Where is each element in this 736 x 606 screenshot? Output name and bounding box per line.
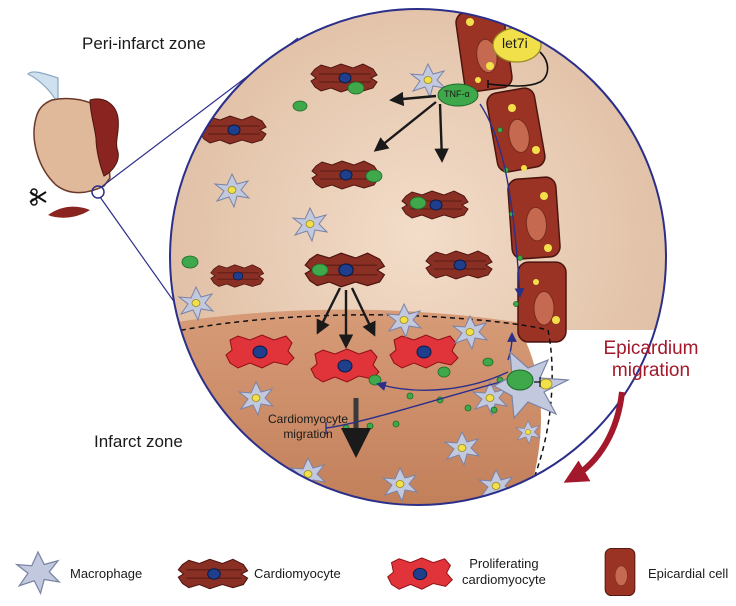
heart-overview [26,71,119,218]
proliferating-cardiomyocyte [225,334,295,369]
signal-arrows [316,91,449,349]
cardiomyocyte-icon [177,558,249,590]
legend-proliferating-label: Proliferating cardiomyocyte [462,556,546,588]
zoom-origin [91,185,105,199]
cardiomyocyte [425,250,493,280]
magnified-view [170,9,666,505]
legend-proliferating-line2: cardiomyocyte [462,572,546,587]
epicardium-migration-arrow [563,391,625,483]
infarct-region [89,98,119,177]
cardiomyocyte [310,63,378,93]
atrium-shape [26,71,59,105]
tnf-alpha-label: TNF-α [444,89,470,99]
epi-migration-line1: Epicardium [603,338,699,359]
legend [14,547,636,597]
tnf-signals [181,81,523,432]
macrophage-icon [14,550,62,595]
legend-macrophage-label: Macrophage [70,566,143,581]
legend-cardiomyocyte-label: Cardiomyocyte [254,566,341,581]
blue-pathways [325,103,525,434]
cm-migration-line1: Cardiomyocyte [267,412,349,426]
cm-migration-line2: migration [283,427,333,441]
proliferating-cardiomyocyte-icon [387,557,453,590]
proliferating-cardiomyocyte [310,348,380,383]
tnf-alpha-bubble [437,83,479,107]
scissors-icon [29,188,47,206]
cardiomyocyte [210,264,265,288]
epicardial-macrophage [492,350,571,420]
epicardial-cell-icon [604,547,636,597]
lens-outline [169,8,667,506]
cardiomyocyte [199,115,267,145]
epi-migration-line2: migration [611,360,691,381]
epicardium-migration-label: Epicardium migration [596,338,706,382]
resected-apex [48,206,90,218]
zone-boundary [171,314,549,333]
cardiomyocyte-migration-label: Cardiomyocyte migration [263,412,353,442]
infarct-zone-label: Infarct zone [94,432,183,451]
let7i-inhibit-line [487,51,549,87]
peri-infarct-zone-label: Peri-infarct zone [82,34,206,53]
legend-epicardial-label: Epicardial cell [648,566,729,581]
let7i-label: let7i [502,35,528,51]
proliferating-cardiomyocyte [389,334,459,369]
legend-proliferating-line1: Proliferating [469,556,539,571]
epicardial-layer [453,9,567,343]
